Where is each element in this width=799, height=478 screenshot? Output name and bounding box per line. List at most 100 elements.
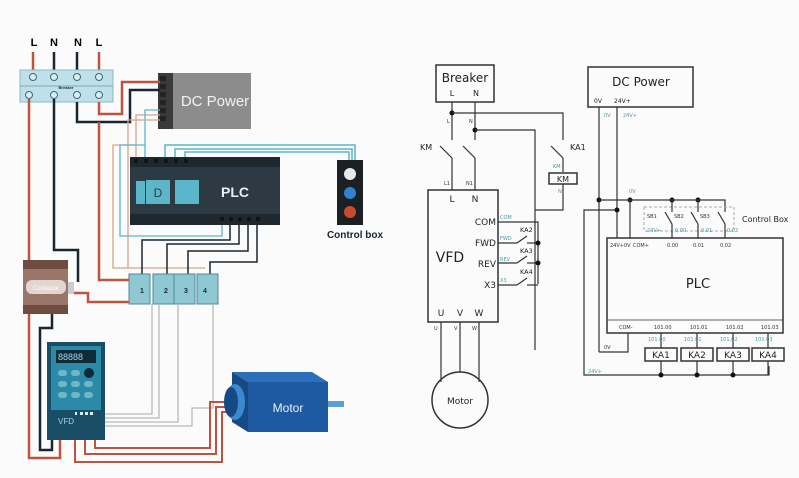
relay-4: 4 — [196, 273, 219, 305]
wire-plc-output — [141, 221, 231, 274]
plc-device: D PLC — [130, 157, 280, 225]
dc-terminal-24v: 24V+ — [614, 98, 631, 105]
plc-label: PLC — [221, 184, 249, 200]
vfd-com: COM — [475, 218, 496, 228]
control-button-white[interactable] — [344, 168, 356, 180]
wire-label-km: KM — [553, 164, 561, 170]
coil-ka2: KA2 — [688, 351, 706, 361]
vfd-rev: REV — [478, 260, 497, 270]
svg-text:4: 4 — [203, 288, 207, 295]
wire-plc-output — [187, 221, 249, 274]
schematic-motor: Motor — [431, 371, 489, 429]
wire-neutral-vfd — [38, 314, 54, 452]
relay-2: 2 — [152, 273, 175, 305]
wire-control-box — [164, 144, 356, 160]
contactor-label: Contactor — [33, 286, 59, 292]
breaker-device: Breaker — [19, 69, 114, 103]
wire-motor-v — [84, 406, 236, 455]
vfd-display: 88888 — [58, 352, 83, 362]
wire-live-vfd — [27, 314, 62, 460]
wire-label-bottom-24v: 24V+ — [588, 369, 602, 375]
vfd-device: 88888 VFD — [47, 342, 105, 440]
wire-label-fwd: FWD — [500, 236, 512, 242]
wire-label-10102: 101.02 — [720, 337, 738, 343]
wire-label-10103: 101.03 — [755, 337, 773, 343]
control-box-switches: SB1 SB2 SB3 24V+ 0.00 0.01 0.02 — [647, 200, 738, 238]
wire-label-bus-0v: 0V — [629, 189, 636, 195]
wire-relay-contactor — [74, 291, 129, 304]
ka1-contact-label: KA1 — [570, 143, 586, 152]
schematic-control-box-label: Control Box — [742, 215, 789, 224]
schematic-vfd: VFD L N COM FWD REV X3 U V W — [427, 189, 499, 323]
plc-output-10100: 101.00 — [654, 325, 672, 331]
vfd-x3: X3 — [484, 281, 496, 291]
plc-terminal-000: 0.00 — [667, 243, 678, 249]
wire-signal — [135, 114, 160, 158]
wire-vfd-signal — [105, 304, 214, 427]
wire-signal — [119, 144, 223, 237]
vfd-label: VFD — [58, 417, 74, 426]
relay-3: 3 — [173, 273, 196, 305]
plc-output-10102: 101.02 — [726, 325, 744, 331]
schematic-vfd-title: VFD — [436, 250, 464, 266]
km-contact-label: KM — [420, 143, 432, 152]
schematic-breaker-title: Breaker — [442, 71, 489, 85]
wire-relay-live — [97, 122, 129, 282]
contact-ka2: KA2 — [520, 226, 533, 234]
breaker-label: Breaker — [59, 85, 74, 90]
cb-wire-24v: 24V+ — [647, 228, 661, 234]
svg-text:2: 2 — [164, 288, 168, 295]
wire-label-rev: REV — [500, 257, 511, 263]
breaker-terminal-n: N — [473, 89, 479, 98]
coil-ka4: KA4 — [759, 351, 777, 361]
wire-label-w: W — [472, 326, 477, 332]
vfd-knob[interactable] — [84, 368, 94, 378]
wire-plc-output — [166, 221, 240, 274]
vfd-input-l: L — [449, 195, 454, 205]
wire-label-n2: N — [558, 189, 562, 195]
wire-vfd-signal — [105, 304, 153, 415]
cb-wire-001: 0.01 — [701, 228, 712, 234]
wire-live-dc — [97, 80, 160, 116]
vfd-input-n: N — [472, 195, 479, 205]
contactor-device: Contactor — [23, 260, 74, 314]
plc-terminal-com-minus: COM- — [619, 325, 633, 331]
wire-label-24v: 24V+ — [623, 113, 637, 119]
dc-power-label: DC Power — [181, 93, 249, 110]
wire-label-10101: 101.01 — [684, 337, 702, 343]
cb-wire-000: 0.00 — [675, 228, 686, 234]
wire-neutral-dc — [75, 88, 160, 124]
dc-power-device: DC Power — [158, 73, 251, 129]
cb-wire-002: 0.02 — [727, 228, 738, 234]
mains-label-n2: N — [74, 37, 82, 49]
plc-output-10101: 101.01 — [690, 325, 708, 331]
control-button-red[interactable] — [344, 206, 356, 218]
control-box-label: Control box — [327, 230, 384, 241]
mains-label-l1: L — [31, 37, 38, 49]
wire-label-n: N — [469, 119, 473, 125]
schematic-plc-title: PLC — [686, 277, 710, 292]
control-box-device[interactable]: Control box — [327, 160, 384, 241]
plc-terminal-001: 0.01 — [693, 243, 704, 249]
wire-label-v: V — [454, 326, 458, 332]
mains-label-l2: L — [96, 37, 103, 49]
wire-plc-output — [209, 221, 258, 274]
plc-terminal-0v: 0V — [624, 243, 631, 249]
dc-terminal-0v: 0V — [594, 98, 603, 105]
plc-terminal-com: COM+ — [633, 243, 649, 249]
control-button-blue[interactable] — [344, 187, 356, 199]
coil-ka3: KA3 — [724, 351, 742, 361]
pictorial-wiring: L N N L Breaker DC — [19, 37, 384, 463]
wire-label-com: COM — [500, 215, 512, 221]
relay-1: 1 — [128, 273, 151, 305]
plc-module-label: D — [154, 186, 163, 200]
switch-sb2: SB2 — [674, 214, 684, 220]
plc-terminal-002: 0.02 — [720, 243, 731, 249]
wire-neutral-contactor — [52, 99, 80, 282]
relay-coils: KA1 KA2 KA3 KA4 — [644, 347, 785, 362]
breaker-terminal-l: L — [450, 89, 455, 98]
contact-ka4: KA4 — [520, 268, 533, 276]
wire-label-0v: 0V — [604, 113, 611, 119]
wire-vfd-signal — [105, 304, 179, 423]
schematic-dc-power: DC Power 0V 24V+ — [587, 66, 694, 108]
